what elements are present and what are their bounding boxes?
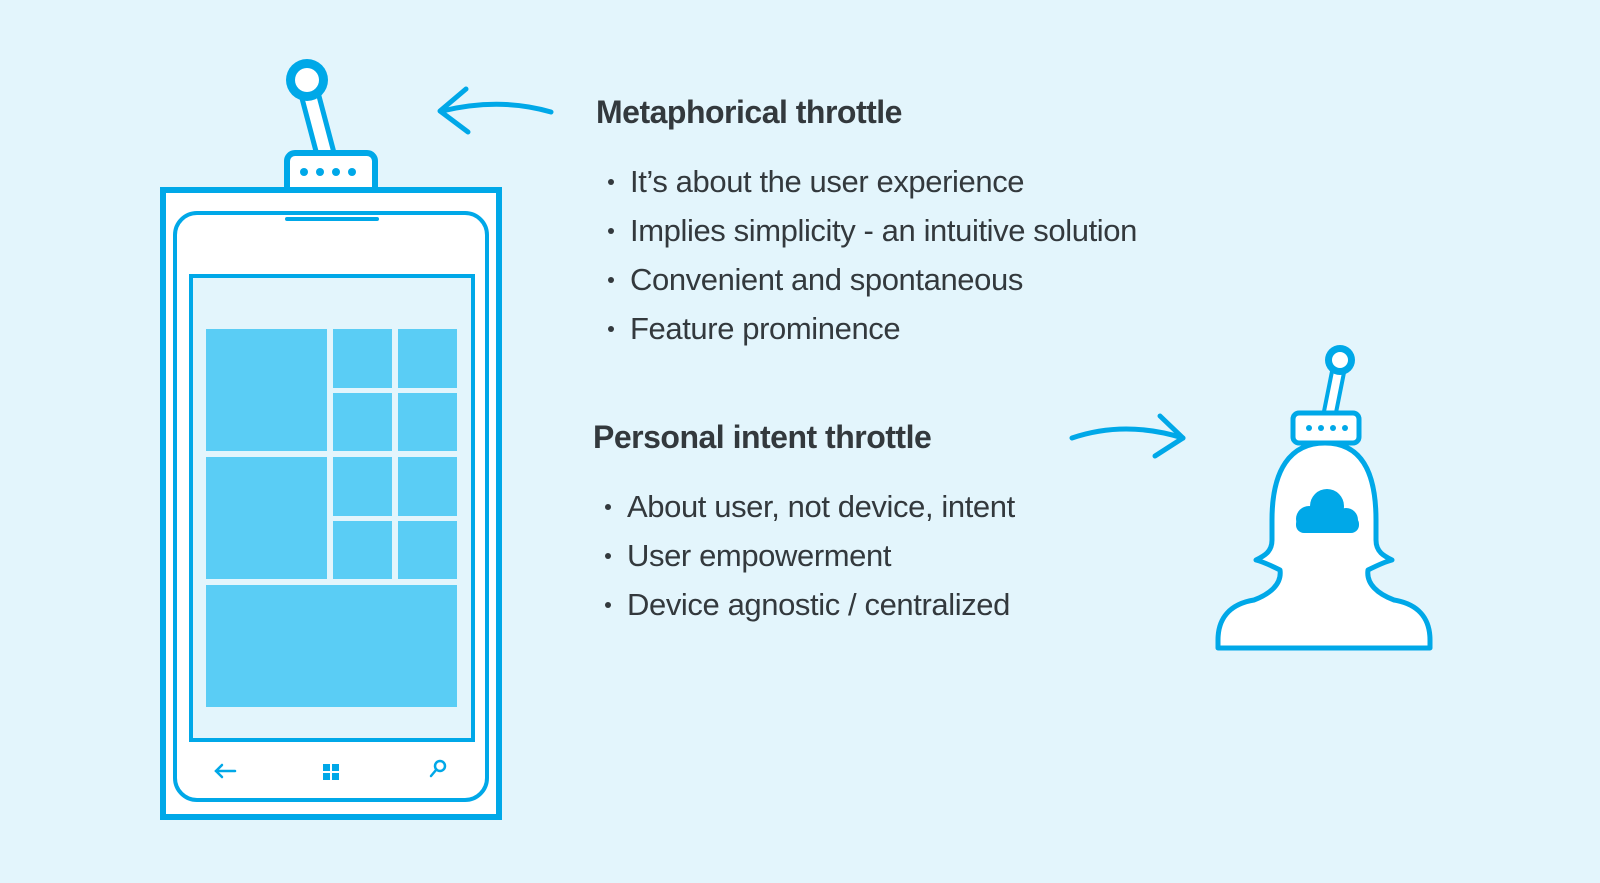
bullet-list-metaphorical: It’s about the user experience Implies s… — [605, 157, 1137, 353]
person-with-cloud-illustration — [1215, 345, 1433, 651]
list-item: Device agnostic / centralized — [602, 580, 1015, 629]
list-item: Feature prominence — [605, 304, 1137, 353]
windows-logo-icon — [323, 764, 339, 780]
person-throttle-lever — [1290, 345, 1362, 446]
phone-throttle-lever — [284, 59, 378, 198]
section-heading-metaphorical: Metaphorical throttle — [596, 94, 902, 130]
list-item: Convenient and spontaneous — [605, 255, 1137, 304]
list-item: About user, not device, intent — [602, 482, 1015, 531]
back-arrow-icon — [214, 763, 237, 779]
arrow-right-icon — [1069, 413, 1186, 459]
list-item: User empowerment — [602, 531, 1015, 580]
phone-illustration — [160, 59, 502, 820]
arrow-left-icon — [437, 86, 554, 135]
search-icon — [429, 759, 447, 778]
list-item: It’s about the user experience — [605, 157, 1137, 206]
cloud-icon — [1296, 489, 1359, 533]
list-item: Implies simplicity - an intuitive soluti… — [605, 206, 1137, 255]
bullet-list-personal-intent: About user, not device, intent User empo… — [602, 482, 1015, 629]
phone-screen-tiles — [206, 329, 457, 707]
section-heading-personal-intent: Personal intent throttle — [593, 419, 932, 455]
